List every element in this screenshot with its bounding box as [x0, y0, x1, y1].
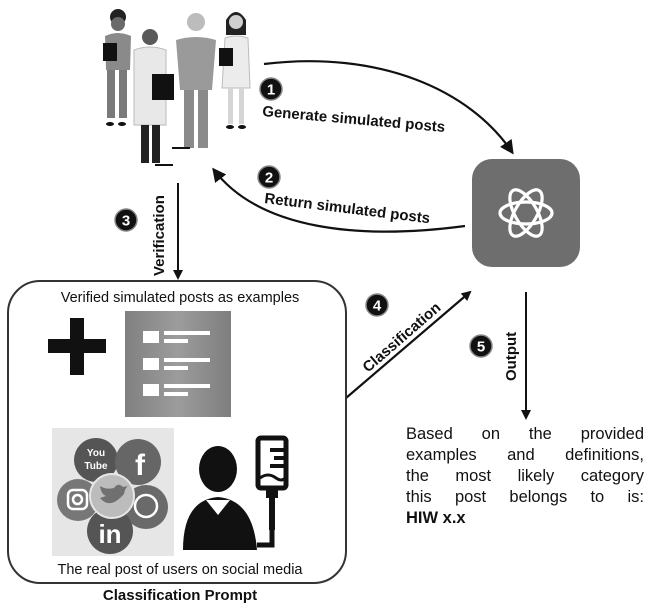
health-worker-2	[133, 29, 174, 166]
arrow-classification	[345, 290, 472, 399]
output-line-2: examples and definitions,	[406, 446, 644, 464]
step-badge-1: 1	[259, 77, 283, 101]
step-badge-4: 4	[365, 293, 389, 317]
openai-logo-icon	[498, 188, 554, 238]
svg-text:You: You	[87, 448, 105, 459]
arrow-generate	[263, 60, 514, 155]
svg-text:5: 5	[477, 339, 485, 356]
instagram-icon	[57, 479, 99, 521]
classification-prompt-title: Classification Prompt	[102, 587, 258, 604]
checklist-icon	[125, 311, 231, 417]
svg-text:2: 2	[265, 170, 273, 187]
health-worker-4	[219, 12, 251, 129]
examples-label: Verified simulated posts as examples	[60, 290, 300, 306]
arrow-return	[212, 167, 466, 233]
svg-text:in: in	[98, 519, 121, 549]
health-workers-group-icon	[103, 9, 251, 166]
step-label-verification: Verification	[151, 195, 168, 276]
svg-text:3: 3	[122, 213, 130, 230]
health-worker-1	[103, 9, 131, 126]
step-badge-3: 3	[114, 208, 138, 232]
plus-icon	[48, 318, 106, 375]
social-media-icon: You Tube f in	[52, 428, 174, 556]
llm-node	[472, 159, 580, 267]
output-text: Based on the provided examples and defin…	[406, 424, 644, 529]
step-badge-5: 5	[469, 334, 493, 358]
output-line-1: Based on the provided	[406, 425, 644, 443]
output-line-3: the most likely category	[406, 467, 644, 485]
svg-text:f: f	[135, 449, 146, 482]
svg-text:Tube: Tube	[84, 461, 108, 472]
output-line-4: this post belongs to is:	[406, 488, 644, 506]
patient-iv-icon	[183, 435, 289, 550]
step-label-return: Return simulated posts	[264, 190, 432, 227]
linkedin-icon	[87, 508, 133, 554]
facebook-icon	[115, 439, 161, 485]
health-worker-3	[172, 13, 216, 149]
output-result: HIW x.x	[406, 509, 466, 527]
svg-text:1: 1	[267, 82, 275, 99]
svg-text:4: 4	[373, 298, 382, 315]
classification-prompt-box	[7, 280, 347, 584]
real-post-label: The real post of users on social media	[57, 562, 303, 578]
step-badge-2: 2	[257, 165, 281, 189]
step-label-output: Output	[503, 332, 520, 381]
youtube-icon	[74, 438, 118, 482]
step-label-generate: Generate simulated posts	[262, 103, 446, 136]
